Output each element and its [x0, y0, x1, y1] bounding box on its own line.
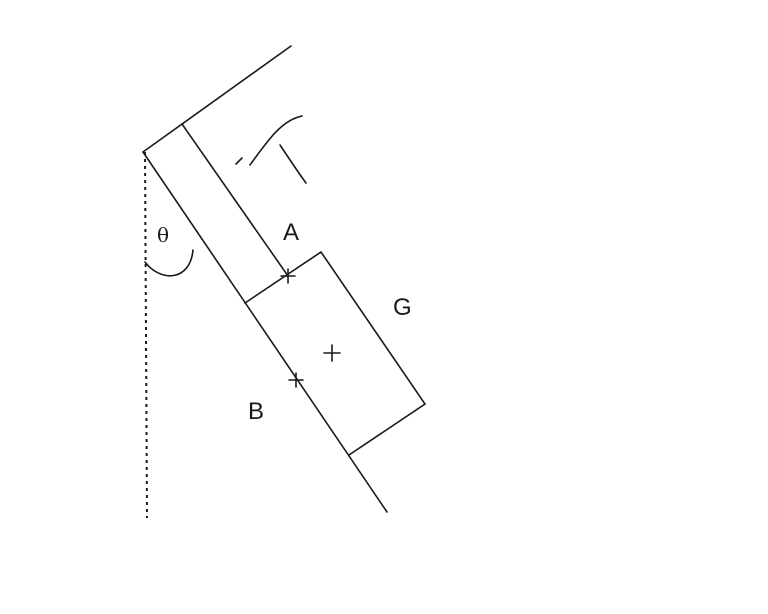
- inclined-rod-edge: [142, 151, 388, 513]
- sliding-block: [244, 250, 427, 456]
- angle-theta-label: θ: [157, 223, 169, 247]
- angle-arc: [144, 249, 194, 277]
- point-B-label: B: [248, 398, 264, 425]
- point-B-marker: [288, 372, 304, 388]
- center-of-mass-marker: [323, 344, 341, 362]
- point-A-label: A: [283, 219, 299, 246]
- vertical-reference-line: [144, 151, 148, 519]
- point-A-marker: [280, 268, 296, 284]
- center-G-label: G: [393, 294, 412, 321]
- rotation-arrow-tail: [279, 144, 307, 184]
- rod-inner-edge: [181, 123, 289, 277]
- rotation-arrow-head: [235, 157, 243, 165]
- support-line: [142, 45, 292, 153]
- rotation-arrow-arc: [249, 115, 303, 166]
